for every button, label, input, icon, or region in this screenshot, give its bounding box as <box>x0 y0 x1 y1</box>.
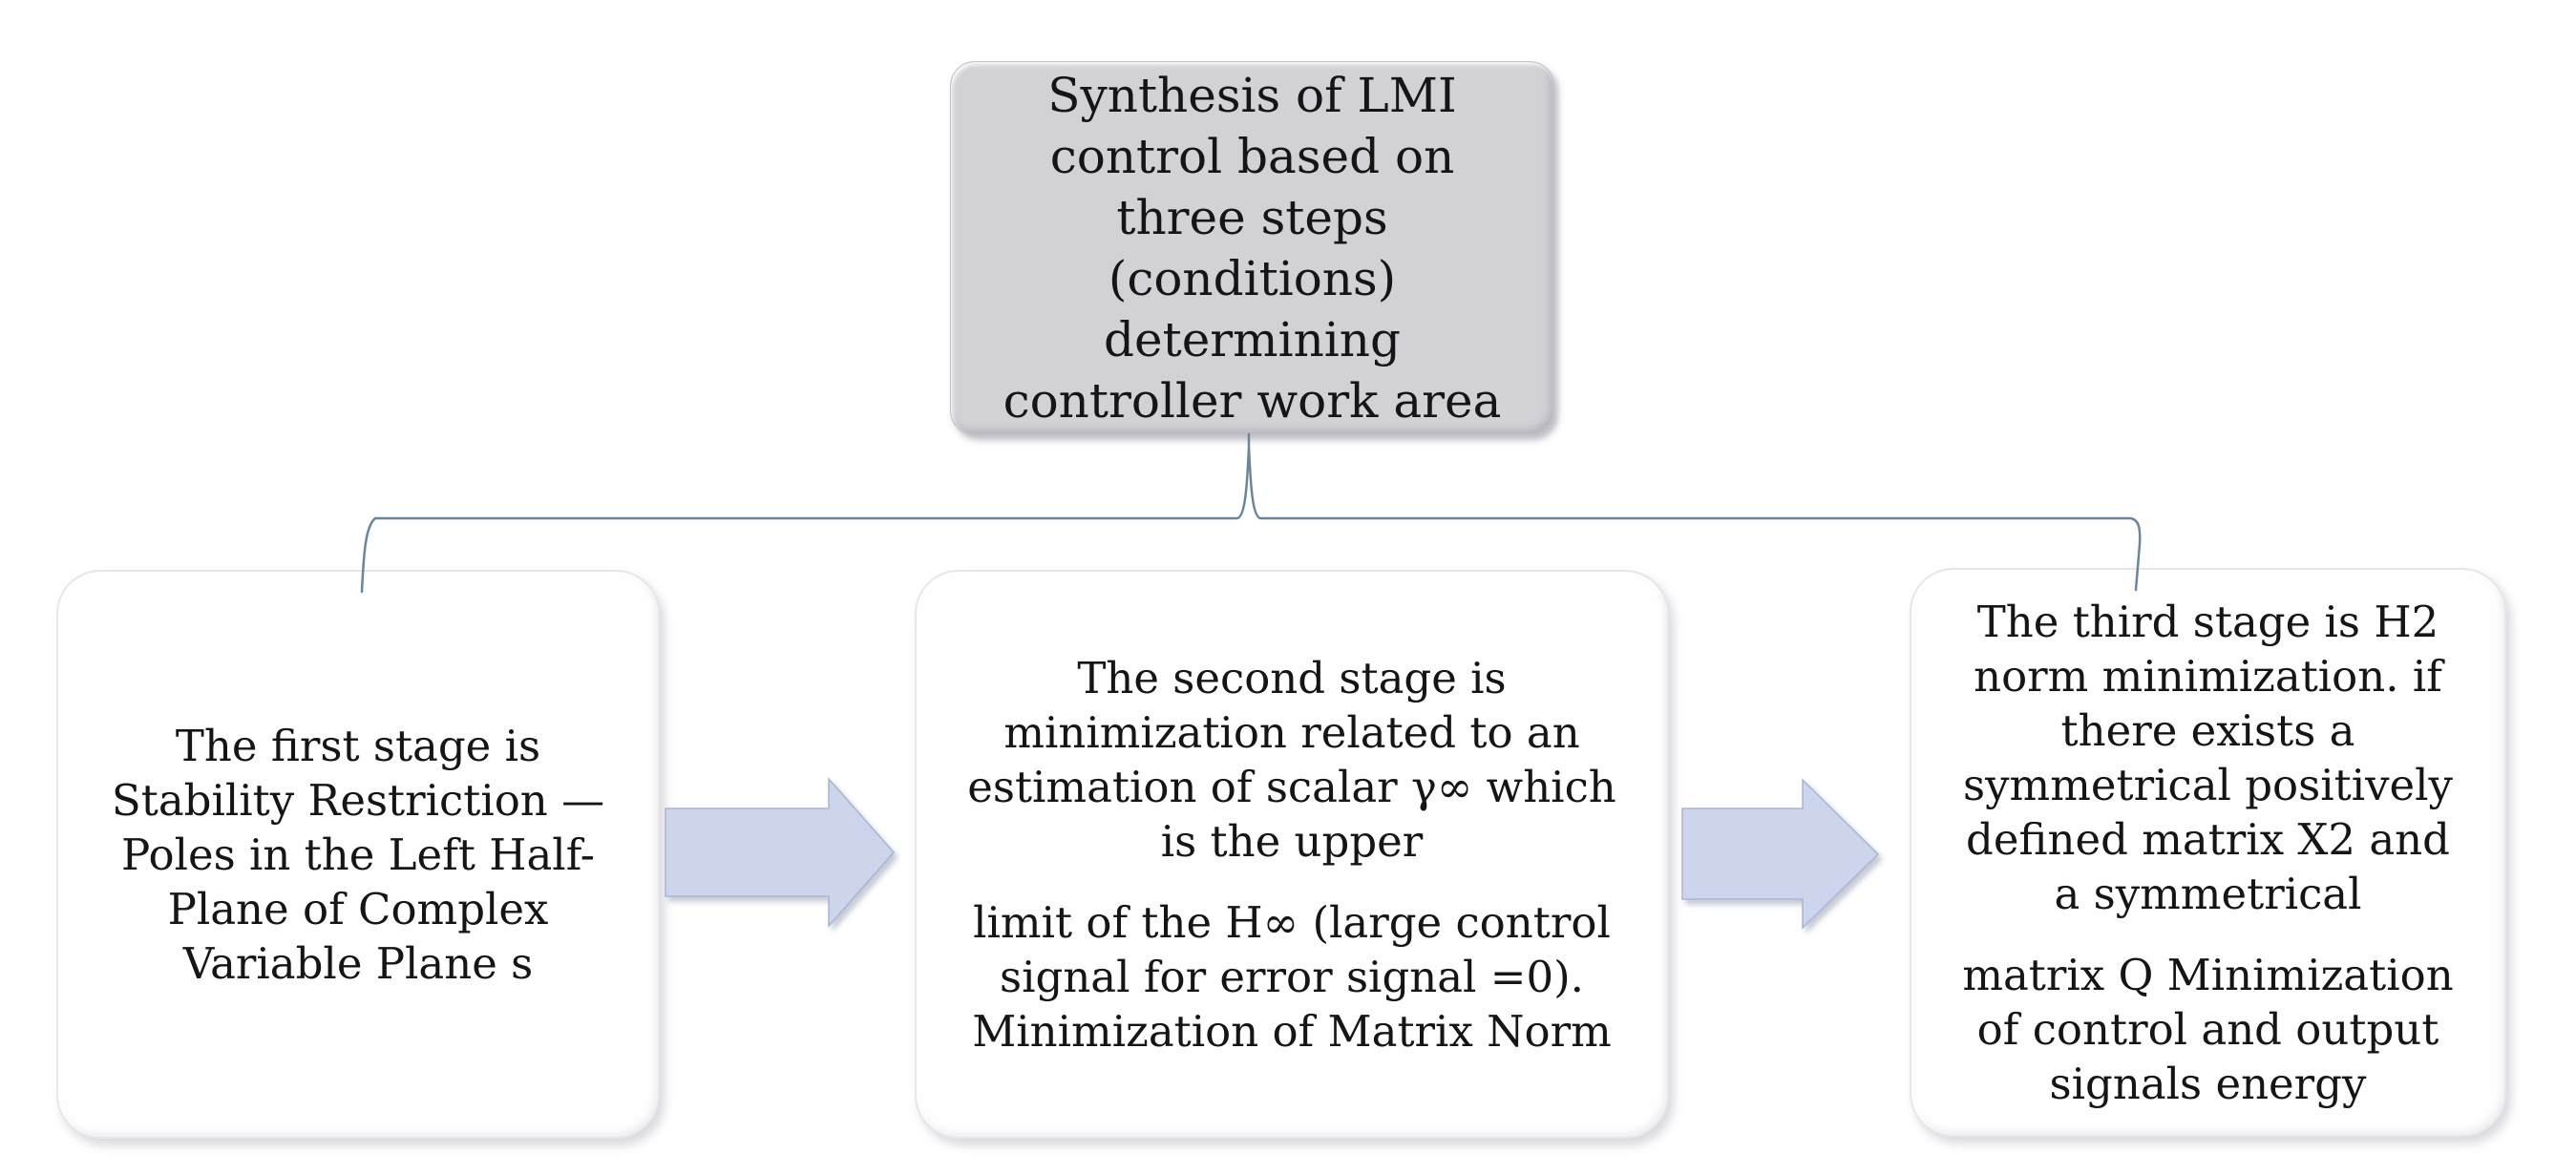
text-line: The first stage is <box>175 720 541 771</box>
text-line: determining <box>1104 312 1401 367</box>
text-line: defined matrix X2 and <box>1966 813 2450 865</box>
root-node-synthesis-of-lmi: Synthesis of LMI control based on three st… <box>950 61 1554 435</box>
text-line: three steps <box>1116 190 1388 245</box>
text-line: matrix Q Minimization <box>1962 949 2454 1000</box>
text-line: Plane of Complex <box>167 883 549 934</box>
text-line: The third stage is H2 <box>1976 596 2439 647</box>
text-line: signals energy <box>2049 1058 2367 1109</box>
text-line: (conditions) <box>1108 251 1397 306</box>
text-line: The second stage is <box>1077 652 1507 703</box>
text-line: Synthesis of LMI <box>1047 68 1457 123</box>
arrow-right-icon <box>1681 778 1880 930</box>
text-line: estimation of scalar γ∞ which <box>967 761 1616 812</box>
text-line: Minimization of Matrix Norm <box>972 1005 1612 1057</box>
text-line: Poles in the Left Half- <box>121 829 595 880</box>
text-line: limit of the H∞ (large control <box>973 896 1611 948</box>
text-line: symmetrical positively <box>1963 759 2453 810</box>
bracket-connector-line <box>360 432 2142 594</box>
text-line: there exists a <box>2060 704 2355 756</box>
text-line: controller work area <box>1003 373 1502 429</box>
text-line: Variable Plane s <box>182 937 534 989</box>
text-line: of control and output <box>1976 1003 2439 1055</box>
text-line: norm minimization. if <box>1974 650 2442 702</box>
text-line: Stability Restriction — <box>111 774 605 826</box>
arrow-right-icon <box>665 777 896 928</box>
text-line: minimization related to an <box>1003 706 1580 758</box>
text-line: control based on <box>1049 129 1455 184</box>
text-line: is the upper <box>1160 815 1424 867</box>
text-line: a symmetrical <box>2054 868 2362 919</box>
text-line: signal for error signal =0). <box>1000 951 1584 1002</box>
